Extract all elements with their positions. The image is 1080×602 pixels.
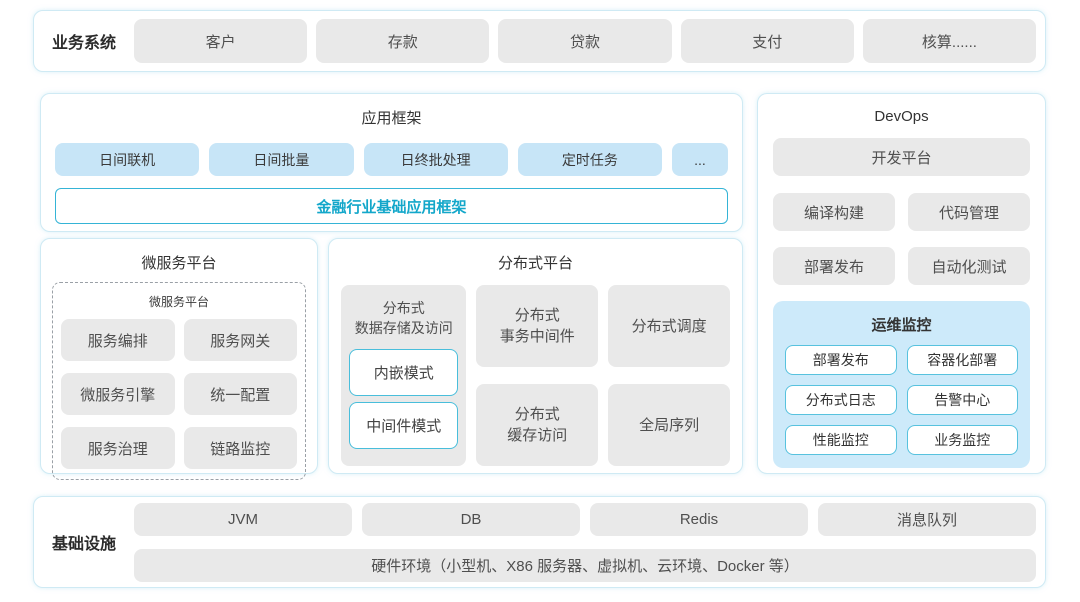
app-framework-title: 应用框架 xyxy=(361,110,422,127)
infra-redis: Redis xyxy=(590,502,808,536)
infra-message-queue: 消息队列 xyxy=(818,502,1036,536)
ops-deploy-release: 部署发布 xyxy=(785,345,897,375)
microservice-platform-title: 微服务平台 xyxy=(141,255,217,272)
tool-compile-build: 编译构建 xyxy=(773,193,895,231)
distributed-grid: 分布式 数据存储及访问 内嵌模式 中间件模式 分布式 事务中间件 分布式调度 分… xyxy=(341,285,730,466)
ops-monitor-title: 运维监控 xyxy=(871,317,932,334)
business-box-payment: 支付 xyxy=(680,19,854,63)
tool-code-management: 代码管理 xyxy=(908,193,1030,231)
tool-deploy-release: 部署发布 xyxy=(773,247,895,285)
ops-business-monitor: 业务监控 xyxy=(906,425,1018,455)
global-sequence: 全局序列 xyxy=(608,384,730,466)
ops-distributed-log: 分布式日志 xyxy=(785,385,897,415)
ops-monitor-items: 部署发布 容器化部署 分布式日志 告警中心 性能监控 业务监控 xyxy=(785,345,1018,455)
business-box-customer: 客户 xyxy=(134,19,308,63)
distributed-storage-label: 分布式 数据存储及访问 xyxy=(354,300,453,336)
distributed-platform-title: 分布式平台 xyxy=(497,255,573,272)
ms-microservice-engine: 微服务引擎 xyxy=(61,373,175,415)
tool-automated-testing: 自动化测试 xyxy=(908,247,1030,285)
business-systems-label: 业务系统 xyxy=(51,35,116,52)
devops-tools: 编译构建 代码管理 部署发布 自动化测试 xyxy=(773,193,1030,285)
microservice-inner-title: 微服务平台 xyxy=(148,295,209,309)
business-systems-boxes: 客户 存款 贷款 支付 核算...... xyxy=(134,19,1037,63)
infra-jvm: JVM xyxy=(134,502,352,536)
embedded-mode-box: 内嵌模式 xyxy=(349,349,459,397)
devops-title: DevOps xyxy=(874,108,929,125)
infrastructure-row: JVM DB Redis 消息队列 xyxy=(134,502,1036,536)
infrastructure-panel: 基础设施 JVM DB Redis 消息队列 硬件环境（小型机、X86 服务器、… xyxy=(33,496,1046,588)
business-box-deposit: 存款 xyxy=(316,19,490,63)
distributed-cache-access: 分布式 缓存访问 xyxy=(476,384,599,466)
module-eod-batch: 日终批处理 xyxy=(363,143,508,176)
module-daytime-batch: 日间批量 xyxy=(209,143,354,176)
distributed-platform-panel: 分布式平台 分布式 数据存储及访问 内嵌模式 中间件模式 分布式 事务中间件 分… xyxy=(328,238,743,474)
middleware-mode-box: 中间件模式 xyxy=(349,402,459,450)
business-box-accounting: 核算...... xyxy=(862,19,1037,63)
dev-platform-box: 开发平台 xyxy=(773,138,1030,176)
microservice-platform-panel: 微服务平台 微服务平台 服务编排 服务网关 微服务引擎 统一配置 服务治理 链路… xyxy=(40,238,318,480)
distributed-storage-box: 分布式 数据存储及访问 内嵌模式 中间件模式 xyxy=(341,285,467,466)
ops-performance-monitor: 性能监控 xyxy=(785,425,897,455)
ops-container-deploy: 容器化部署 xyxy=(906,345,1018,375)
devops-panel: DevOps 开发平台 编译构建 代码管理 部署发布 自动化测试 运维监控 部署… xyxy=(757,93,1046,474)
business-box-loan: 贷款 xyxy=(498,19,672,63)
ms-trace-monitor: 链路监控 xyxy=(183,427,297,469)
infrastructure-content: JVM DB Redis 消息队列 硬件环境（小型机、X86 服务器、虚拟机、云… xyxy=(134,502,1036,582)
microservice-inner-box: 微服务平台 服务编排 服务网关 微服务引擎 统一配置 服务治理 链路监控 xyxy=(52,282,306,480)
module-daytime-online: 日间联机 xyxy=(55,143,200,176)
ms-unified-config: 统一配置 xyxy=(183,373,297,415)
ms-service-governance: 服务治理 xyxy=(61,427,175,469)
ms-service-gateway: 服务网关 xyxy=(183,319,297,361)
finance-base-framework-banner: 金融行业基础应用框架 xyxy=(55,188,728,224)
ops-monitor-panel: 运维监控 部署发布 容器化部署 分布式日志 告警中心 性能监控 业务监控 xyxy=(773,301,1030,468)
distributed-scheduling: 分布式调度 xyxy=(608,285,730,367)
distributed-transaction-middleware: 分布式 事务中间件 xyxy=(476,285,599,367)
ops-alert-center: 告警中心 xyxy=(906,385,1018,415)
infrastructure-label: 基础设施 xyxy=(51,536,116,553)
module-scheduled-task: 定时任务 xyxy=(517,143,662,176)
microservice-items: 服务编排 服务网关 微服务引擎 统一配置 服务治理 链路监控 xyxy=(61,319,297,469)
infra-db: DB xyxy=(362,502,580,536)
hardware-environment-box: 硬件环境（小型机、X86 服务器、虚拟机、云环境、Docker 等） xyxy=(134,548,1036,582)
app-framework-modules: 日间联机 日间批量 日终批处理 定时任务 ... xyxy=(55,143,728,176)
ms-service-orchestration: 服务编排 xyxy=(61,319,175,361)
business-systems-panel: 业务系统 客户 存款 贷款 支付 核算...... xyxy=(33,10,1046,72)
app-framework-panel: 应用框架 日间联机 日间批量 日终批处理 定时任务 ... 金融行业基础应用框架 xyxy=(40,93,743,232)
module-ellipsis: ... xyxy=(672,143,728,176)
